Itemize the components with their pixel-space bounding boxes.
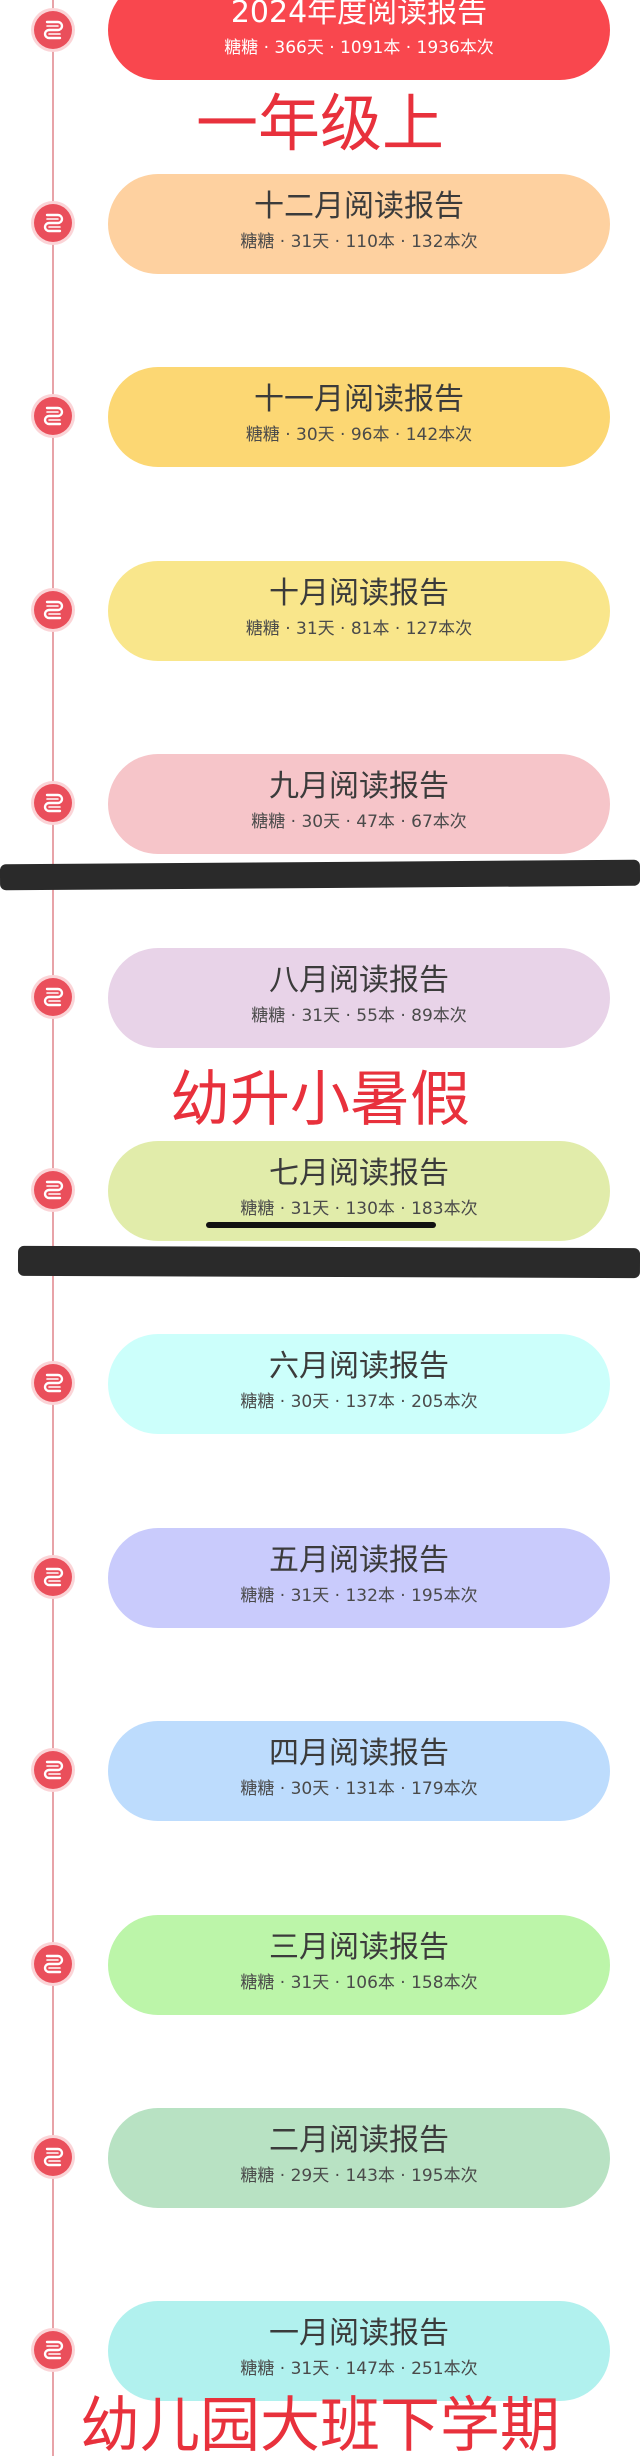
month-report-title: 十二月阅读报告 [254, 189, 464, 224]
book-spine-icon [34, 2138, 72, 2176]
month-report-title: 三月阅读报告 [269, 1929, 449, 1965]
book-spine-icon [34, 1944, 72, 1983]
month-report-card-april[interactable]: 四月阅读报告 糖糖 · 30天 · 131本 · 179本次 [108, 1721, 610, 1822]
month-report-title: 十月阅读报告 [269, 575, 449, 611]
month-report-stats: 糖糖 · 31天 · 110本 · 132本次 [240, 232, 478, 252]
month-report-stats: 糖糖 · 30天 · 137本 · 205本次 [240, 1392, 478, 1413]
book-spine-icon [34, 590, 72, 629]
book-spine-icon [34, 1364, 72, 1403]
month-report-title: 四月阅读报告 [269, 1736, 449, 1772]
book-spine-icon [34, 1171, 72, 1209]
month-report-card-february[interactable]: 二月阅读报告 糖糖 · 29天 · 143本 · 195本次 [108, 2108, 610, 2208]
month-report-card-october[interactable]: 十月阅读报告 糖糖 · 31天 · 81本 · 127本次 [108, 560, 610, 661]
month-report-stats: 糖糖 · 31天 · 147本 · 251本次 [240, 2359, 478, 2380]
book-spine-icon [34, 2331, 72, 2370]
month-report-title: 九月阅读报告 [269, 769, 449, 805]
month-report-card-january[interactable]: 一月阅读报告 糖糖 · 31天 · 147本 · 251本次 [108, 2301, 610, 2402]
month-report-stats: 糖糖 · 30天 · 47本 · 67本次 [251, 812, 467, 833]
annual-report-title: 2024年度阅读报告 [230, 0, 488, 30]
month-report-title: 十一月阅读报告 [254, 382, 464, 418]
month-report-card-november[interactable]: 十一月阅读报告 糖糖 · 30天 · 96本 · 142本次 [108, 367, 610, 468]
month-report-title: 六月阅读报告 [269, 1349, 449, 1385]
month-report-stats: 糖糖 · 31天 · 130本 · 183本次 [240, 1199, 478, 1219]
annual-report-card[interactable]: 2024年度阅读报告 糖糖 · 366天 · 1091本 · 1936本次 [108, 0, 610, 80]
month-report-title: 七月阅读报告 [269, 1156, 449, 1191]
book-spine-icon [34, 1557, 72, 1596]
month-report-card-may[interactable]: 五月阅读报告 糖糖 · 31天 · 132本 · 195本次 [108, 1527, 610, 1628]
marker-underline [206, 1222, 436, 1228]
month-report-stats: 糖糖 · 31天 · 106本 · 158本次 [240, 1972, 478, 1993]
annual-report-stats: 糖糖 · 366天 · 1091本 · 1936本次 [224, 38, 494, 58]
month-report-stats: 糖糖 · 29天 · 143本 · 195本次 [240, 2166, 478, 2186]
annotation-kindergarten-second-term: 幼儿园大班下学期 [80, 2391, 560, 2461]
month-report-title: 一月阅读报告 [269, 2316, 449, 2352]
book-spine-icon [34, 204, 72, 242]
book-spine-icon [34, 1751, 72, 1790]
month-report-card-august[interactable]: 八月阅读报告 糖糖 · 31天 · 55本 · 89本次 [108, 947, 610, 1048]
month-report-title: 五月阅读报告 [269, 1542, 449, 1578]
month-report-stats: 糖糖 · 30天 · 131本 · 179本次 [240, 1779, 478, 1800]
month-report-stats: 糖糖 · 31天 · 55本 · 89本次 [251, 1005, 467, 1026]
timeline-line [52, 0, 54, 2456]
month-report-stats: 糖糖 · 31天 · 132本 · 195本次 [240, 1585, 478, 1606]
month-report-card-march[interactable]: 三月阅读报告 糖糖 · 31天 · 106本 · 158本次 [108, 1914, 610, 2015]
book-spine-icon [34, 397, 72, 436]
month-report-card-december[interactable]: 十二月阅读报告 糖糖 · 31天 · 110本 · 132本次 [108, 174, 610, 274]
month-report-title: 八月阅读报告 [269, 962, 449, 998]
month-report-card-september[interactable]: 九月阅读报告 糖糖 · 30天 · 47本 · 67本次 [108, 754, 610, 855]
annotation-summer-break: 幼升小暑假 [170, 1065, 470, 1135]
annotation-grade-one-first-term: 一年级上 [195, 87, 444, 160]
book-spine-icon [34, 977, 72, 1016]
month-report-stats: 糖糖 · 31天 · 81本 · 127本次 [245, 618, 473, 639]
book-spine-icon [34, 784, 72, 823]
month-report-card-june[interactable]: 六月阅读报告 糖糖 · 30天 · 137本 · 205本次 [108, 1334, 610, 1435]
book-spine-icon [34, 11, 72, 49]
month-report-title: 二月阅读报告 [269, 2123, 449, 2158]
month-report-stats: 糖糖 · 30天 · 96本 · 142本次 [245, 425, 473, 446]
marker-divider-stroke [17, 1245, 640, 1279]
marker-divider-stroke [0, 859, 640, 891]
